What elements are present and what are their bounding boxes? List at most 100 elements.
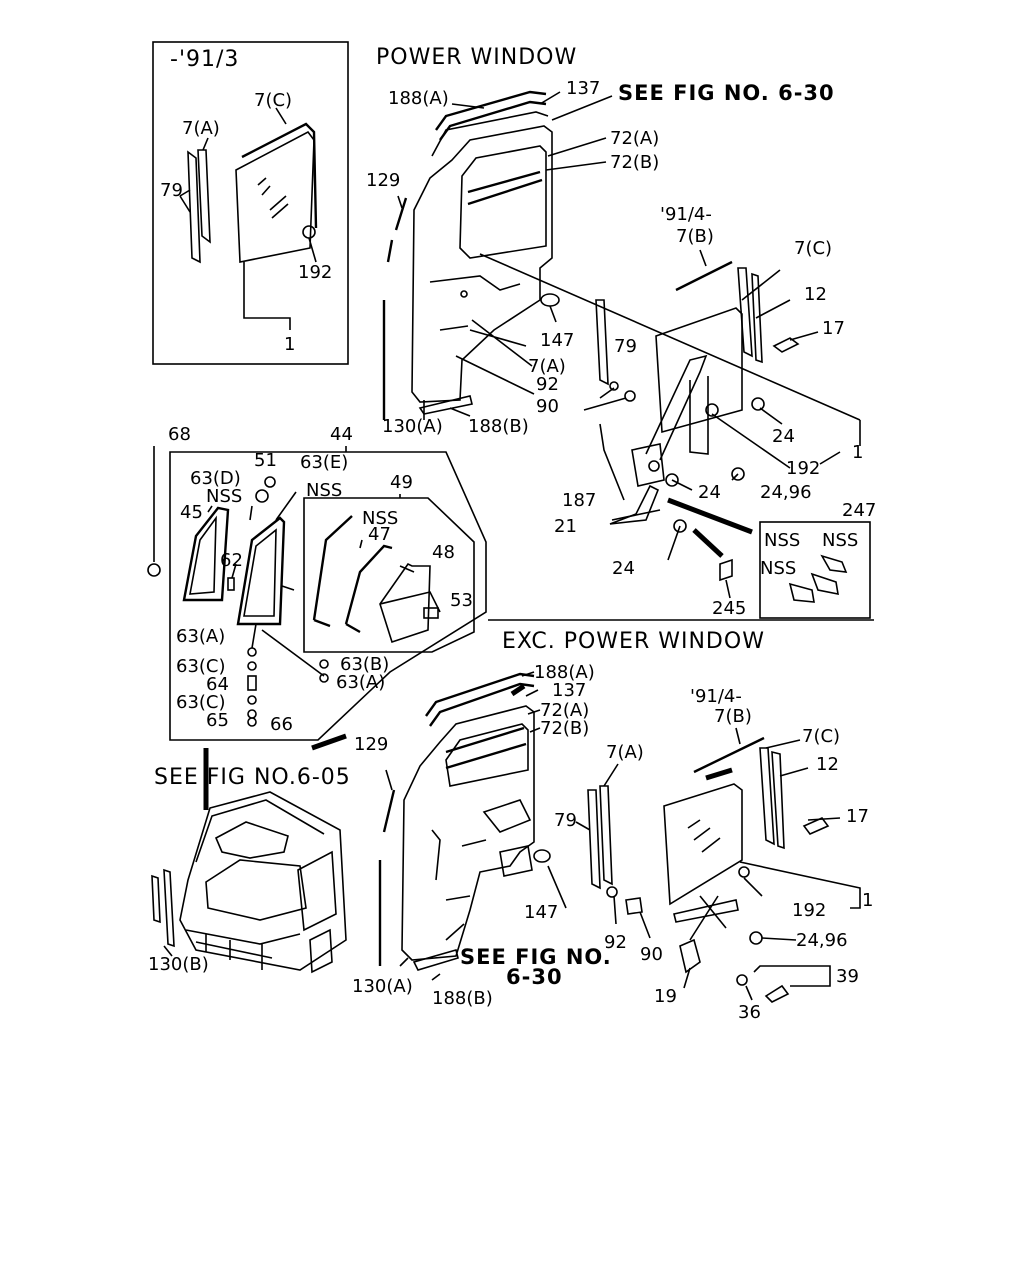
label-79-exc: 79 [554, 810, 577, 831]
see-fig-630-bottom-1: SEE FIG NO. [460, 945, 612, 969]
label-130a-exc: 130(A) [352, 976, 413, 997]
power-window-heading: POWER WINDOW [376, 45, 577, 70]
label-188a-exc: 188(A) [534, 662, 595, 683]
bolt-17 [772, 337, 800, 353]
label-53: 53 [450, 590, 473, 611]
label-1-exc: 1 [862, 890, 873, 911]
rear-window-frame [169, 451, 487, 741]
inset-glass [235, 130, 315, 263]
channel-12-exc [771, 750, 785, 850]
part-63a-right [319, 673, 329, 683]
washer-92-exc [606, 886, 618, 898]
part-63c-left-b [247, 695, 257, 705]
label-7b-exc: 7(B) [714, 706, 752, 727]
label-47: 47 [368, 524, 391, 545]
seal-nss-49 [312, 515, 353, 628]
label-7a-power: 7(A) [528, 356, 566, 377]
label-63e: 63(E) [300, 452, 348, 473]
weatherstrip-188b-exc [412, 949, 459, 971]
motor-187 [631, 443, 665, 487]
label-24-96-exc: 24,96 [796, 930, 848, 951]
screw-247-b [810, 572, 839, 596]
label-192-exc: 192 [792, 900, 826, 921]
label-63c-left-b: 63(C) [176, 692, 226, 713]
inset-91-3: -'91/3 7(C) 7(A) 79 192 1 [152, 41, 349, 365]
label-nss-247-b: NSS [822, 530, 858, 551]
truck-cab: SEE FIG NO.6-05 130(B) [148, 765, 350, 975]
label-129: 129 [366, 170, 400, 191]
exc-power-window-section: EXC. POWER WINDOW 188(A) 137 72(A) 72(B)… [203, 629, 873, 1023]
label-72a-exc: 72(A) [540, 700, 589, 721]
label-188b-exc: 188(B) [432, 988, 493, 1009]
part-63c-left-a [247, 661, 257, 671]
seal-63e [236, 516, 286, 626]
label-72a: 72(A) [610, 128, 659, 149]
glass-run-72a [467, 170, 541, 194]
label-247: 247 [842, 500, 876, 521]
power-window-section: POWER WINDOW SEE FIG NO. 6-30 188(A) 137… [366, 45, 876, 621]
part-66 [247, 717, 257, 727]
label-7c-power: 7(C) [794, 238, 832, 259]
cab-body [179, 791, 347, 971]
handle-245 [719, 558, 733, 582]
channel-79-power [595, 299, 609, 386]
label-12-power: 12 [804, 284, 827, 305]
label-62: 62 [220, 550, 243, 571]
label-66: 66 [270, 714, 293, 735]
label-48: 48 [432, 542, 455, 563]
label-79-power: 79 [614, 336, 637, 357]
part-51 [264, 476, 276, 488]
label-192-power: 192 [786, 458, 820, 479]
glass-power [655, 307, 743, 434]
label-147-exc: 147 [524, 902, 558, 923]
exc-power-window-heading: EXC. POWER WINDOW [502, 629, 765, 654]
label-90-exc: 90 [640, 944, 663, 965]
label-nss-rear-a: NSS [206, 486, 242, 507]
weatherstrip-188b [418, 395, 473, 415]
inset-label-7c: 7(C) [254, 90, 292, 111]
moulding-129 [386, 197, 408, 263]
see-fig-630-bottom-2: 6-30 [506, 965, 563, 989]
glass-run-72b [467, 178, 543, 206]
label-7b-power: 7(B) [676, 226, 714, 247]
label-12-exc: 12 [816, 754, 839, 775]
label-17-exc: 17 [846, 806, 869, 827]
part-62 [227, 577, 235, 591]
label-44: 44 [330, 424, 353, 445]
label-63d: 63(D) [190, 468, 241, 489]
inset-bolt-192 [302, 225, 316, 239]
label-187: 187 [562, 490, 596, 511]
pillar-130b [151, 868, 175, 948]
part-63d [255, 489, 269, 503]
label-nss-247-c: NSS [760, 558, 796, 579]
label-7a-exc: 7(A) [606, 742, 644, 763]
bolt-24-b [665, 473, 679, 487]
rear-window-section: 68 44 51 63(D) 63(E) NSS NSS 49 45 NSS 4… [147, 424, 487, 741]
part-63b [319, 659, 329, 669]
label-188b-power: 188(B) [468, 416, 529, 437]
label-72b-exc: 72(B) [540, 718, 589, 739]
label-63c-left-a: 63(C) [176, 656, 226, 677]
label-24-power-b: 24 [698, 482, 721, 503]
glass-exc [663, 783, 743, 906]
inset-channel-7a [197, 149, 211, 244]
label-36: 36 [738, 1002, 761, 1023]
seal-45 [182, 506, 230, 602]
bolt-192-exc [738, 866, 750, 878]
part-65 [247, 709, 257, 719]
inset-label-7a: 7(A) [182, 118, 220, 139]
handle-19 [679, 938, 701, 974]
screw-247-c [788, 582, 815, 603]
weatherstrip-188a [435, 90, 547, 141]
label-45: 45 [180, 502, 203, 523]
label-137-exc: 137 [552, 680, 586, 701]
channel-12-power [751, 272, 763, 364]
cap-147-exc [533, 849, 551, 863]
label-188a: 188(A) [388, 88, 449, 109]
label-39: 39 [836, 966, 859, 987]
label-64: 64 [206, 674, 229, 695]
inset-glass-run-7c [241, 122, 318, 229]
part-53 [423, 607, 439, 619]
label-68: 68 [168, 424, 191, 445]
inset-label-192: 192 [298, 262, 332, 283]
